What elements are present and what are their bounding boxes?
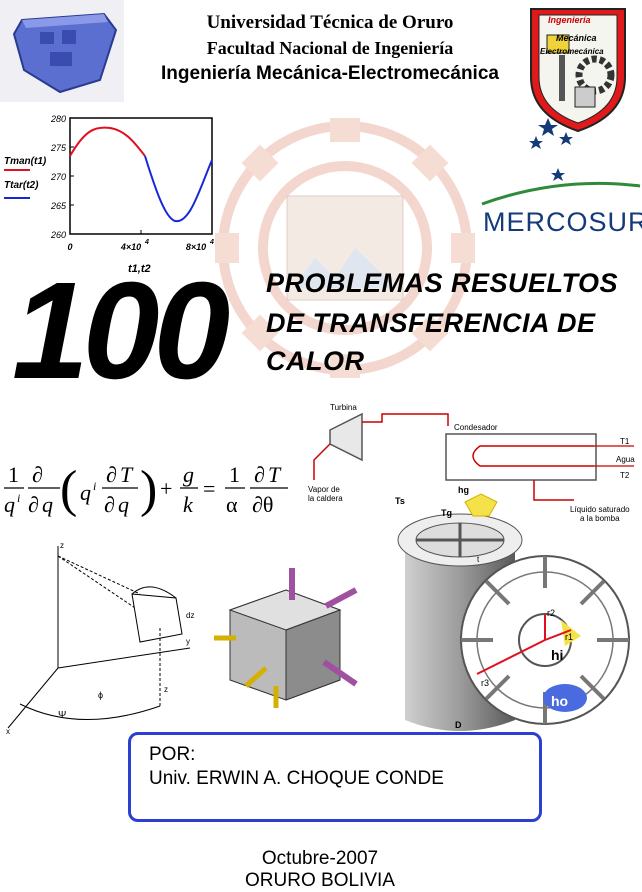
ts-label: Ts bbox=[395, 496, 405, 506]
ho-label: ho bbox=[551, 693, 568, 709]
footer-place: ORURO BOLIVIA bbox=[245, 870, 395, 891]
x-tick: 0 bbox=[67, 242, 72, 252]
svg-text:∂: ∂ bbox=[32, 462, 43, 487]
y-tick: 260 bbox=[50, 230, 66, 240]
logo-text-3: Electromecánica bbox=[540, 47, 604, 56]
temperature-graph: 280 275 270 265 260 0 4×10 4 8×10 4 t1,t… bbox=[4, 114, 214, 275]
svg-text:x: x bbox=[6, 727, 10, 736]
svg-text:+: + bbox=[160, 476, 172, 501]
d-label: D bbox=[455, 720, 462, 730]
logo-text-1: Ingeniería bbox=[548, 15, 591, 25]
university-shield-logo bbox=[0, 0, 124, 102]
water-label: Agua bbox=[616, 455, 635, 464]
x-tick-exp: 4 bbox=[144, 239, 149, 246]
svg-text:=: = bbox=[203, 476, 215, 501]
cylinder-diagram: Ts Tg t D r2 r1 r3 hi ho bbox=[395, 493, 630, 731]
tg-label: Tg bbox=[441, 508, 452, 518]
mercosur-label: MERCOSUR bbox=[483, 207, 642, 237]
x-tick-exp: 4 bbox=[209, 239, 214, 246]
legend-2: Ttar(t2) bbox=[4, 180, 39, 191]
y-tick: 270 bbox=[50, 172, 66, 182]
university-name: Universidad Técnica de Oruro bbox=[206, 12, 454, 33]
engineering-shield-logo bbox=[530, 8, 626, 133]
hg-label: hg bbox=[458, 485, 469, 495]
logo-text-2: Mecánica bbox=[556, 33, 597, 43]
svg-text:∂: ∂ bbox=[254, 462, 265, 487]
svg-text:∂: ∂ bbox=[106, 462, 117, 487]
svg-text:q: q bbox=[4, 492, 15, 517]
svg-text:z: z bbox=[60, 541, 64, 550]
title-line-1: PROBLEMAS RESUELTOS bbox=[266, 268, 619, 298]
svg-text:(: ( bbox=[60, 461, 77, 518]
svg-text:1: 1 bbox=[8, 462, 19, 487]
footer-date: Octubre-2007 bbox=[261, 848, 379, 869]
y-tick: 265 bbox=[50, 201, 67, 211]
watermark-seal bbox=[215, 118, 475, 378]
svg-text:q: q bbox=[118, 492, 129, 517]
steam-label-1: Vapor de bbox=[308, 485, 340, 494]
r1-label: r1 bbox=[565, 632, 573, 642]
svg-text:T: T bbox=[268, 462, 282, 487]
faculty-name: Facultad Nacional de Ingeniería bbox=[206, 38, 454, 58]
svg-text:i: i bbox=[17, 491, 20, 505]
y-tick: 275 bbox=[50, 143, 67, 153]
title-line-3: CALOR bbox=[266, 346, 365, 376]
t-label: t bbox=[477, 555, 480, 564]
author-name: Univ. ERWIN A. CHOQUE CONDE bbox=[149, 768, 444, 789]
turbine-label: Turbina bbox=[330, 403, 357, 412]
svg-text:): ) bbox=[140, 461, 157, 518]
y-tick: 280 bbox=[50, 114, 66, 124]
svg-text:ϕ: ϕ bbox=[98, 690, 103, 700]
author-box: POR: Univ. ERWIN A. CHOQUE CONDE bbox=[128, 732, 542, 822]
svg-text:g: g bbox=[183, 462, 194, 487]
svg-text:z: z bbox=[164, 685, 168, 694]
svg-text:i: i bbox=[93, 479, 96, 493]
author-prefix: POR: bbox=[149, 744, 196, 765]
x-axis-label: t1,t2 bbox=[128, 263, 151, 275]
cylindrical-coordinates-diagram: z y x Ψϕ dz z bbox=[6, 541, 194, 736]
title-line-2: DE TRANSFERENCIA DE bbox=[266, 308, 596, 338]
svg-text:∂: ∂ bbox=[28, 492, 39, 517]
svg-text:k: k bbox=[183, 492, 194, 517]
liquid-label-1: Líquido saturado bbox=[570, 505, 630, 514]
hi-label: hi bbox=[551, 647, 563, 663]
differential-element-diagram bbox=[214, 568, 358, 708]
r3-label: r3 bbox=[481, 678, 489, 688]
liquid-label-2: a la bomba bbox=[580, 514, 620, 523]
svg-text:∂θ: ∂θ bbox=[252, 492, 273, 517]
title-number: 100 bbox=[12, 254, 230, 408]
legend-1: Tman(t1) bbox=[4, 156, 47, 167]
svg-text:q: q bbox=[80, 480, 91, 505]
x-tick: 8×10 bbox=[186, 242, 206, 252]
svg-text:1: 1 bbox=[229, 462, 240, 487]
department-name: Ingeniería Mecánica-Electromecánica bbox=[161, 63, 499, 84]
steam-label-2: la caldera bbox=[308, 494, 343, 503]
mercosur-stars bbox=[481, 118, 641, 206]
condenser-label: Condesador bbox=[454, 423, 498, 432]
svg-text:T: T bbox=[120, 462, 134, 487]
x-tick: 4×10 bbox=[120, 242, 141, 252]
svg-text:y: y bbox=[186, 637, 190, 646]
svg-text:dz: dz bbox=[186, 611, 194, 620]
turbine-condenser-diagram: Turbina Condesador T1 T2 Agua Vapor de l… bbox=[308, 403, 635, 523]
t2-label: T2 bbox=[620, 471, 630, 480]
svg-text:∂: ∂ bbox=[104, 492, 115, 517]
t1-label: T1 bbox=[620, 437, 630, 446]
svg-text:q: q bbox=[42, 492, 53, 517]
r2-label: r2 bbox=[547, 608, 555, 618]
svg-text:α: α bbox=[226, 492, 238, 517]
svg-text:Ψ: Ψ bbox=[58, 710, 66, 721]
